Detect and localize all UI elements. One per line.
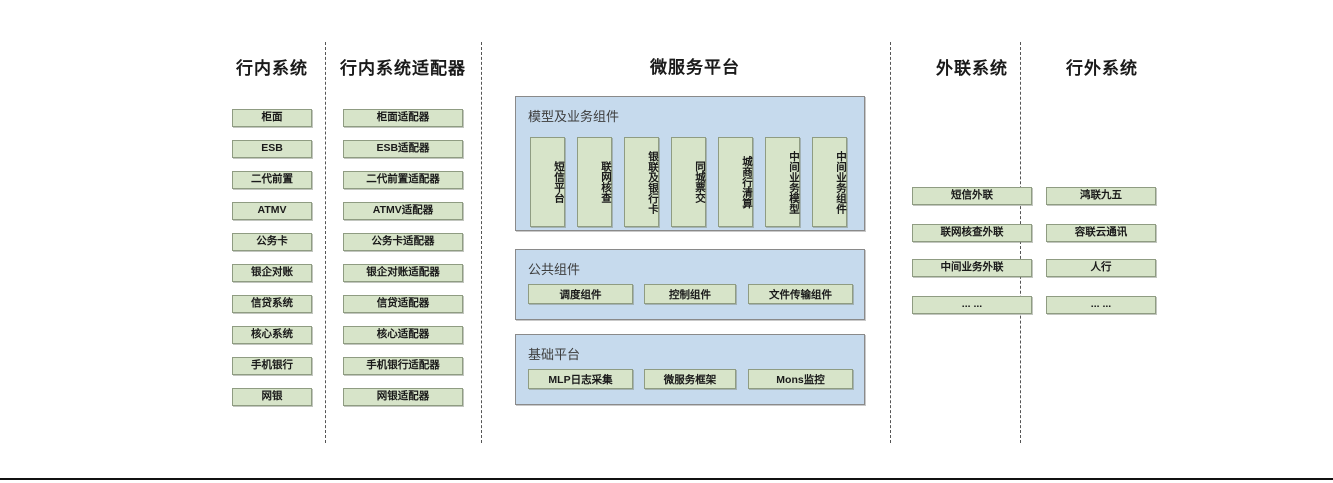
node-model-component[interactable]: 城商行清算: [718, 137, 753, 227]
panel-base-platform: 基础平台 MLP日志采集 微服务框架 Mons监控: [515, 334, 865, 405]
panel-label-model-business-components: 模型及业务组件: [528, 109, 620, 124]
node-external-link-system[interactable]: 联网核查外联: [912, 224, 1032, 242]
node-public-component[interactable]: 调度组件: [528, 284, 633, 304]
node-public-component[interactable]: 文件传输组件: [748, 284, 853, 304]
node-model-component-label: 同城票交: [694, 161, 706, 203]
node-model-component-label: 短信平台: [553, 161, 565, 203]
node-in-bank-system[interactable]: 信贷系统: [232, 295, 312, 313]
panel-label-base-platform: 基础平台: [528, 347, 581, 362]
column-title-in-bank-adapters: 行内系统适配器: [340, 59, 466, 78]
node-in-bank-system[interactable]: 柜面: [232, 109, 312, 127]
column-divider-2: [481, 42, 482, 443]
page-bottom-rule: [0, 478, 1333, 480]
node-in-bank-system[interactable]: 银企对账: [232, 264, 312, 282]
column-divider-1: [325, 42, 326, 443]
column-title-microservice-platform: 微服务平台: [650, 58, 740, 77]
column-divider-4: [1020, 42, 1021, 443]
node-in-bank-system[interactable]: 网银: [232, 388, 312, 406]
node-in-bank-adapter[interactable]: 银企对账适配器: [343, 264, 463, 282]
node-in-bank-adapter[interactable]: 核心适配器: [343, 326, 463, 344]
node-model-component[interactable]: 短信平台: [530, 137, 565, 227]
node-in-bank-adapter[interactable]: 公务卡适配器: [343, 233, 463, 251]
panel-public-components: 公共组件 调度组件 控制组件 文件传输组件: [515, 249, 865, 320]
node-in-bank-system[interactable]: 二代前置: [232, 171, 312, 189]
node-in-bank-adapter[interactable]: ATMV适配器: [343, 202, 463, 220]
node-out-of-bank-system[interactable]: 容联云通讯: [1046, 224, 1156, 242]
node-model-component-label: 中间业务组件: [835, 150, 847, 214]
node-base-platform-component[interactable]: Mons监控: [748, 369, 853, 389]
panel-model-business-components: 模型及业务组件 短信平台 联网核查 银联及银行卡 同城票交 城商行清算 中间业务…: [515, 96, 865, 231]
node-model-component[interactable]: 联网核查: [577, 137, 612, 227]
node-in-bank-adapter[interactable]: 网银适配器: [343, 388, 463, 406]
column-title-in-bank-systems: 行内系统: [236, 59, 308, 78]
node-out-of-bank-system[interactable]: 鸿联九五: [1046, 187, 1156, 205]
node-external-link-system[interactable]: 短信外联: [912, 187, 1032, 205]
node-model-component[interactable]: 银联及银行卡: [624, 137, 659, 227]
node-model-component-label: 城商行清算: [741, 155, 753, 209]
panel-label-public-components: 公共组件: [528, 262, 581, 277]
column-divider-3: [890, 42, 891, 443]
node-external-link-system[interactable]: 中间业务外联: [912, 259, 1032, 277]
node-external-link-system[interactable]: ... ...: [912, 296, 1032, 314]
node-in-bank-system[interactable]: 公务卡: [232, 233, 312, 251]
node-in-bank-adapter[interactable]: ESB适配器: [343, 140, 463, 158]
node-model-component[interactable]: 同城票交: [671, 137, 706, 227]
node-base-platform-component[interactable]: 微服务框架: [644, 369, 736, 389]
node-out-of-bank-system[interactable]: 人行: [1046, 259, 1156, 277]
node-in-bank-adapter[interactable]: 手机银行适配器: [343, 357, 463, 375]
node-model-component-label: 银联及银行卡: [647, 150, 659, 214]
node-in-bank-system[interactable]: 手机银行: [232, 357, 312, 375]
node-model-component-label: 联网核查: [600, 161, 612, 203]
node-base-platform-component[interactable]: MLP日志采集: [528, 369, 633, 389]
column-title-external-link-systems: 外联系统: [936, 59, 1008, 78]
node-public-component[interactable]: 控制组件: [644, 284, 736, 304]
column-title-out-of-bank-systems: 行外系统: [1066, 59, 1138, 78]
node-in-bank-adapter[interactable]: 柜面适配器: [343, 109, 463, 127]
node-model-component[interactable]: 中间业务组件: [812, 137, 847, 227]
node-in-bank-system[interactable]: ESB: [232, 140, 312, 158]
node-in-bank-adapter[interactable]: 信贷适配器: [343, 295, 463, 313]
node-model-component[interactable]: 中间业务模型: [765, 137, 800, 227]
node-model-component-label: 中间业务模型: [788, 150, 800, 214]
node-in-bank-adapter[interactable]: 二代前置适配器: [343, 171, 463, 189]
node-out-of-bank-system[interactable]: ... ...: [1046, 296, 1156, 314]
node-in-bank-system[interactable]: ATMV: [232, 202, 312, 220]
node-in-bank-system[interactable]: 核心系统: [232, 326, 312, 344]
